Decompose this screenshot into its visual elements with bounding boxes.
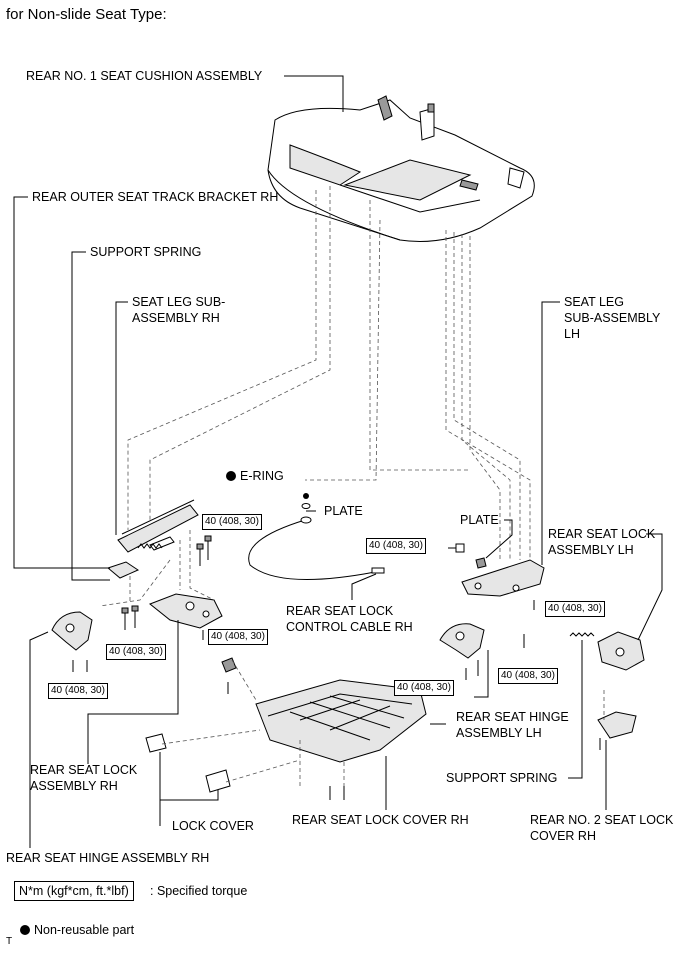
lock-cover-a bbox=[145, 733, 167, 753]
label-plate-center: PLATE bbox=[324, 504, 363, 518]
torque-box-3: 40 (408, 30) bbox=[545, 601, 605, 617]
bolts-bottom bbox=[227, 682, 601, 800]
lock-cover-b bbox=[205, 769, 231, 793]
leader-lines bbox=[13, 75, 663, 848]
page-title: for Non-slide Seat Type: bbox=[6, 6, 167, 23]
label-rear-seat-lock-lh: REAR SEAT LOCK ASSEMBLY LH bbox=[548, 527, 656, 557]
torque-box-7: 40 (408, 30) bbox=[394, 680, 454, 696]
label-seat-cushion: REAR NO. 1 SEAT CUSHION ASSEMBLY bbox=[26, 69, 263, 83]
support-spring-lh-part bbox=[569, 632, 595, 637]
legend-torque-desc: : Specified torque bbox=[150, 884, 248, 898]
hinge-rh-part bbox=[51, 611, 93, 651]
legend-non-reusable-text: Non-reusable part bbox=[34, 923, 135, 937]
outer-bracket-part bbox=[106, 561, 140, 579]
label-seat-leg-lh: SEAT LEG SUB-ASSEMBLY LH bbox=[564, 295, 661, 341]
torque-box-6: 40 (408, 30) bbox=[498, 668, 558, 684]
lock-cover-rh-part bbox=[255, 679, 427, 763]
label-control-cable: REAR SEAT LOCK CONTROL CABLE RH bbox=[286, 604, 413, 634]
e-ring-text: E-RING bbox=[240, 469, 284, 483]
seat-leg-rh-part bbox=[117, 499, 199, 553]
lock-lh-part bbox=[597, 631, 645, 671]
lock-rh-part bbox=[149, 593, 223, 629]
clip-part bbox=[221, 657, 237, 673]
label-rear-seat-hinge-rh: REAR SEAT HINGE ASSEMBLY RH bbox=[6, 851, 210, 865]
corner-mark: T bbox=[6, 936, 13, 947]
torque-box-2: 40 (408, 30) bbox=[366, 538, 426, 554]
plate-right-part bbox=[448, 543, 487, 569]
hinge-lh-part bbox=[439, 623, 485, 659]
torque-box-4: 40 (408, 30) bbox=[208, 629, 268, 645]
label-support-spring-bottom: SUPPORT SPRING bbox=[446, 771, 558, 785]
seat-cushion-part bbox=[267, 95, 535, 242]
label-rear-seat-hinge-lh: REAR SEAT HINGE ASSEMBLY LH bbox=[456, 710, 569, 740]
torque-box-5: 40 (408, 30) bbox=[106, 644, 166, 660]
label-lock-cover: LOCK COVER bbox=[172, 819, 254, 833]
torque-box-1: 40 (408, 30) bbox=[202, 514, 262, 530]
legend-non-reusable: Non-reusable part bbox=[20, 923, 134, 937]
label-outer-seat-track-bracket: REAR OUTER SEAT TRACK BRACKET RH bbox=[32, 190, 279, 204]
control-cable-part bbox=[248, 493, 385, 581]
label-e-ring: E-RING bbox=[226, 468, 284, 484]
support-spring-rh-part bbox=[137, 543, 163, 549]
legend-dot-icon bbox=[20, 925, 30, 935]
label-plate-right: PLATE bbox=[460, 513, 499, 527]
label-seat-leg-rh: SEAT LEG SUB- ASSEMBLY RH bbox=[132, 295, 226, 325]
label-support-spring-top: SUPPORT SPRING bbox=[90, 245, 202, 259]
label-rear-seat-lock-rh: REAR SEAT LOCK ASSEMBLY RH bbox=[30, 763, 138, 793]
seat-leg-lh-part bbox=[461, 559, 545, 597]
label-no2-seat-lock-cover: REAR NO. 2 SEAT LOCK COVER RH bbox=[530, 813, 674, 843]
label-rear-seat-lock-cover-rh: REAR SEAT LOCK COVER RH bbox=[292, 813, 469, 827]
legend-torque-unit: N*m (kgf*cm, ft.*lbf) bbox=[14, 881, 134, 901]
torque-box-8: 40 (408, 30) bbox=[48, 683, 108, 699]
bolts-rh bbox=[72, 535, 212, 672]
no2-lock-cover-part bbox=[597, 711, 637, 739]
non-reusable-dot-icon bbox=[226, 471, 236, 481]
bolts-lh bbox=[465, 600, 535, 680]
